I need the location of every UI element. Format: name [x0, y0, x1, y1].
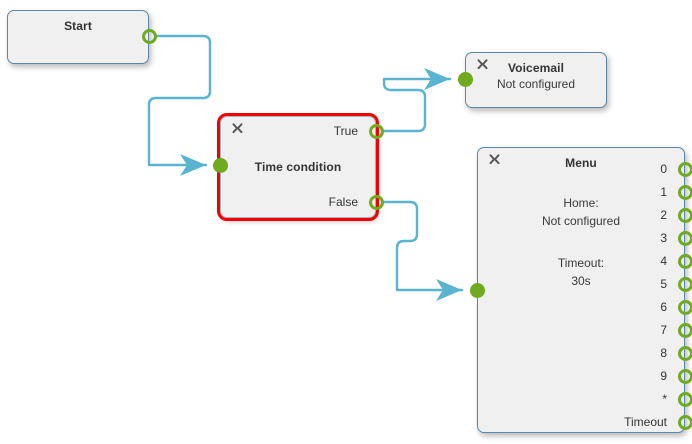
node-subtitle: Not configured [541, 214, 621, 228]
port-label-menu-2: 2 [660, 208, 667, 222]
output-port-menu-1[interactable] [678, 185, 692, 200]
port-label-menu-1: 1 [660, 185, 667, 199]
port-label-time-condition-True: True [333, 124, 358, 138]
output-port-menu-9[interactable] [678, 369, 692, 384]
port-label-menu-4: 4 [660, 254, 667, 268]
output-port-menu-7[interactable] [678, 323, 692, 338]
port-label-menu-7: 7 [660, 323, 667, 337]
output-port-menu-5[interactable] [678, 277, 692, 292]
output-port-start-0[interactable] [142, 29, 157, 44]
output-port-menu-2[interactable] [678, 208, 692, 223]
output-port-menu-*[interactable] [678, 392, 692, 407]
port-label-menu-3: 3 [660, 231, 667, 245]
arrow-head-icon [424, 68, 450, 90]
connection-wire[interactable] [147, 34, 212, 167]
node-subtitle: Home: [563, 196, 599, 210]
node-time-condition[interactable]: Time condition [217, 113, 379, 221]
connection-wire[interactable] [381, 77, 452, 133]
close-icon[interactable] [488, 154, 502, 168]
output-port-menu-3[interactable] [678, 231, 692, 246]
output-port-menu-8[interactable] [678, 346, 692, 361]
input-port-menu[interactable] [470, 283, 485, 298]
port-label-menu-Timeout: Timeout [624, 415, 667, 429]
node-subtitle: Not configured [496, 77, 576, 91]
port-label-menu-0: 0 [660, 162, 667, 176]
close-icon[interactable] [231, 123, 245, 137]
node-start[interactable]: Start [7, 10, 149, 64]
port-label-menu-8: 8 [660, 346, 667, 360]
node-subtitle: Timeout: [557, 256, 605, 270]
node-subtitle: 30s [571, 274, 591, 288]
node-title: Time condition [254, 160, 342, 174]
output-port-menu-6[interactable] [678, 300, 692, 315]
node-title: Menu [565, 156, 597, 170]
input-port-time-condition[interactable] [213, 158, 228, 173]
port-label-time-condition-False: False [328, 195, 358, 209]
output-port-time-condition-False[interactable] [369, 195, 384, 210]
output-port-menu-0[interactable] [678, 162, 692, 177]
node-title: Voicemail [507, 61, 565, 75]
port-label-menu-6: 6 [660, 300, 667, 314]
output-port-menu-4[interactable] [678, 254, 692, 269]
close-icon[interactable] [476, 59, 490, 73]
port-label-menu-9: 9 [660, 369, 667, 383]
node-title: Start [64, 19, 92, 33]
output-port-menu-Timeout[interactable] [678, 415, 692, 430]
port-label-menu-*: * [662, 392, 667, 406]
output-port-time-condition-True[interactable] [369, 124, 384, 139]
input-port-voicemail[interactable] [458, 72, 473, 87]
port-label-menu-5: 5 [660, 277, 667, 291]
